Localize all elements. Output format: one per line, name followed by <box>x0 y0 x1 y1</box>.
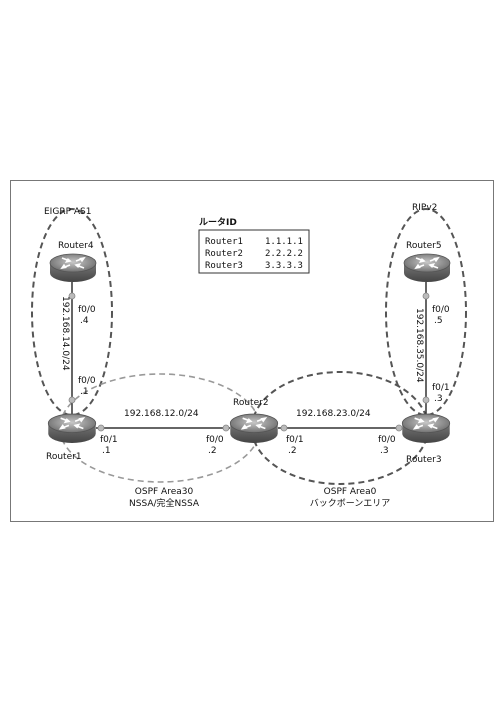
port-r3-f01 <box>422 396 430 404</box>
port-r1-f01 <box>97 424 105 432</box>
router4-icon <box>49 253 97 283</box>
router-id-name-1: Router1 <box>205 237 243 247</box>
router3-label: Router3 <box>406 455 442 465</box>
network-r1-r2: 192.168.12.0/24 <box>124 409 199 419</box>
diagram-frame <box>10 180 494 522</box>
r4-interface: f0/0 <box>78 305 96 315</box>
port-r1-f00 <box>68 396 76 404</box>
router-id-value-2: 2.2.2.2 <box>265 249 303 259</box>
port-r5-f00 <box>422 292 430 300</box>
router3-icon <box>401 413 451 444</box>
r2-right-interface: f0/1 <box>286 435 304 445</box>
r2-left-host: .2 <box>208 446 217 456</box>
router2-icon <box>229 413 279 444</box>
port-r3-f00 <box>395 424 403 432</box>
rip-area-outline <box>385 208 467 416</box>
router-id-value-1: 1.1.1.1 <box>265 237 303 247</box>
r3-left-host: .3 <box>380 446 389 456</box>
eigrp-area-outline <box>31 208 113 416</box>
network-r3-r5: 192.168.35.0/24 <box>414 308 424 383</box>
r1-right-interface: f0/1 <box>100 435 118 445</box>
r1-right-host: .1 <box>102 446 111 456</box>
rip-area-label: RIPv2 <box>412 203 437 213</box>
router-id-title: ルータID <box>199 216 237 228</box>
r2-left-interface: f0/0 <box>206 435 224 445</box>
router1-label: Router1 <box>46 452 82 462</box>
port-r2-f00 <box>222 424 230 432</box>
router-id-value-3: 3.3.3.3 <box>265 261 303 271</box>
router-id-name-2: Router2 <box>205 249 243 259</box>
network-r1-r4: 192.168.14.0/24 <box>60 296 70 371</box>
ospf-area30-label: OSPF Area30 <box>135 487 194 497</box>
r2-right-host: .2 <box>288 446 297 456</box>
r3-top-host: .3 <box>434 394 443 404</box>
router-id-name-3: Router3 <box>205 261 243 271</box>
eigrp-area-label: EIGRP AS1 <box>44 207 91 217</box>
router2-label: Router2 <box>233 398 269 408</box>
router1-icon <box>47 413 97 444</box>
router5-icon <box>403 253 451 283</box>
router4-label: Router4 <box>58 241 94 251</box>
router5-label: Router5 <box>406 241 442 251</box>
r3-top-interface: f0/1 <box>432 383 450 393</box>
port-r4-f00 <box>68 292 76 300</box>
r1-top-interface: f0/0 <box>78 376 96 386</box>
r4-host: .4 <box>80 316 89 326</box>
router-id-table <box>198 229 310 274</box>
port-r2-f01 <box>280 424 288 432</box>
r5-interface: f0/0 <box>432 305 450 315</box>
ospf-area30-type: NSSA/完全NSSA <box>129 497 200 509</box>
ospf-area0-type: バックボーンエリア <box>310 498 391 509</box>
ospf-area0-label: OSPF Area0 <box>324 487 377 497</box>
r5-host: .5 <box>434 316 443 326</box>
r3-left-interface: f0/0 <box>378 435 396 445</box>
network-r2-r3: 192.168.23.0/24 <box>296 409 371 419</box>
r1-top-host: .1 <box>80 387 89 397</box>
